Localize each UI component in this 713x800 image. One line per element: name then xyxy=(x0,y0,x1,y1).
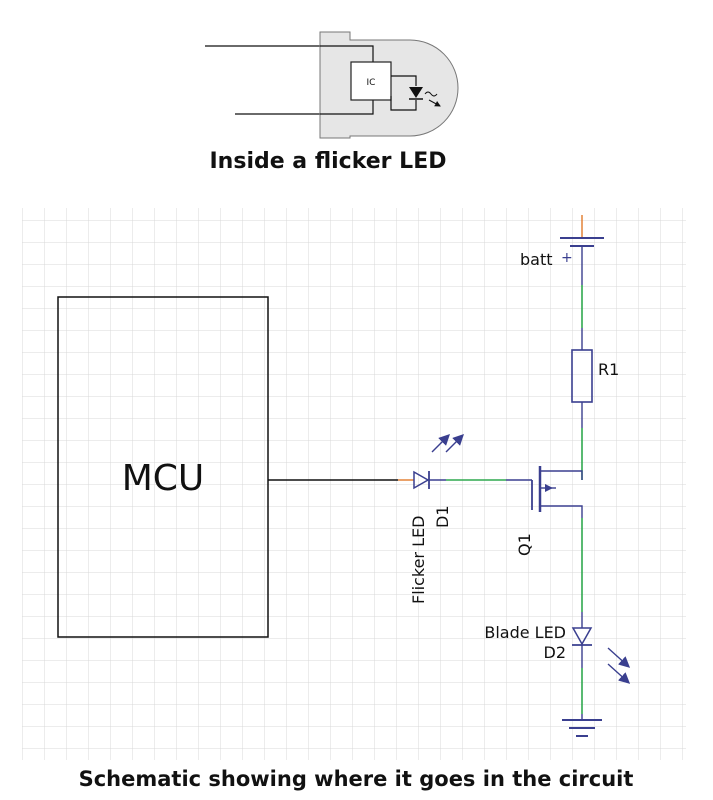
light-arrow-icon xyxy=(428,99,441,107)
ic-to-led-wire-top xyxy=(391,75,417,86)
d2-label: Blade LED xyxy=(484,623,566,642)
d2-light-arrow-icon xyxy=(607,663,631,684)
q1-label: Q1 xyxy=(515,533,534,556)
d2-ref: D2 xyxy=(544,643,567,662)
d1-light-arrow-icon xyxy=(431,434,450,453)
r1-label: R1 xyxy=(598,360,619,379)
battery-plus: + xyxy=(561,250,573,266)
top-caption: Inside a flicker LED xyxy=(210,149,447,174)
package-wire-bottom xyxy=(320,100,374,115)
ic-chip xyxy=(350,61,392,101)
d1-light-arrow-icon xyxy=(445,434,464,453)
flicker-led-package: IC xyxy=(205,31,459,139)
schematic-grid xyxy=(22,208,686,760)
q1-arrow-icon xyxy=(545,484,553,492)
battery-label: batt xyxy=(520,250,553,269)
ic-label: IC xyxy=(367,78,376,88)
internal-led-symbol xyxy=(409,87,423,98)
package-wire-top xyxy=(320,45,374,62)
q1-source xyxy=(540,505,583,518)
mcu-label: MCU xyxy=(122,458,205,499)
d1-label: Flicker LED xyxy=(409,516,428,604)
bottom-caption: Schematic showing where it goes in the c… xyxy=(79,767,634,791)
d1-diode-symbol xyxy=(413,470,430,490)
d2-diode-symbol xyxy=(571,627,593,646)
ic-to-led-wire-bottom xyxy=(390,96,417,111)
schematic: MCU batt + R1 Flicker LED D1 Q1 xyxy=(22,208,686,760)
light-wave-icon xyxy=(424,91,438,97)
mcu-block xyxy=(57,296,269,638)
q1-drain xyxy=(540,470,583,480)
d1-ref: D1 xyxy=(433,506,452,529)
d2-light-arrow-icon xyxy=(607,647,631,668)
